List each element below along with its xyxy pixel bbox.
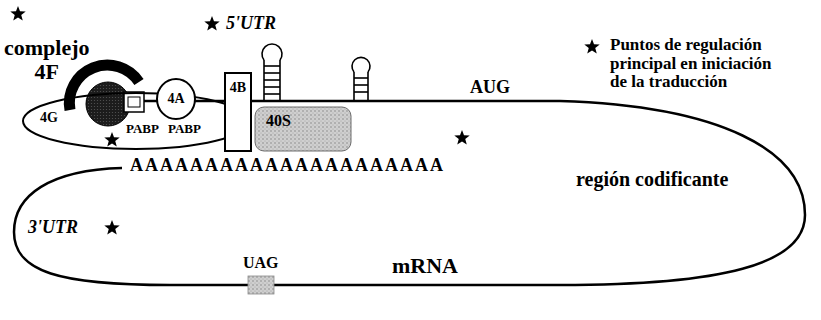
regulation-star: [104, 132, 119, 147]
hairpin-structure: [262, 44, 282, 101]
hairpin-structure: [352, 57, 370, 101]
hairpin-stem: [367, 72, 369, 101]
node-label: 4B: [230, 80, 246, 95]
cap-square: [124, 92, 144, 112]
outline-rect: [255, 107, 351, 151]
outline-ellipse: [23, 93, 249, 149]
hairpin-stem: [353, 72, 355, 101]
region-label: región codificante: [576, 168, 728, 190]
node-label: 4G: [40, 110, 58, 125]
codon-label: AUG: [470, 78, 510, 98]
eif4g-ellipse: 4G: [22, 92, 250, 150]
node-label: 40S: [266, 112, 291, 130]
regulation-star: [204, 16, 219, 31]
molecule-label: mRNA: [392, 254, 458, 278]
complex-label: complejo 4F: [4, 36, 90, 84]
cap-square-inner: [128, 97, 140, 107]
legend-text: Puntos de regulación principal en inicia…: [610, 36, 782, 92]
region-label: 5'UTR: [226, 14, 276, 34]
outline-ellipse: [157, 79, 195, 119]
hairpin-rung: [264, 79, 280, 81]
regulation-star: [454, 130, 469, 145]
stop-codon-box: [248, 276, 274, 294]
hairpin-rung: [354, 91, 368, 93]
protein-label: PABP: [168, 122, 201, 136]
legend-star: [584, 39, 599, 54]
regulation-star: [104, 220, 119, 235]
eif4b-box: 4B: [224, 72, 252, 152]
polya-tail: AAAAAAAAAAAAAAAAAAAAA: [130, 156, 445, 176]
hairpin-rung: [354, 77, 368, 79]
hairpin-rung: [264, 65, 280, 67]
ribosome-40s: 40S: [254, 106, 352, 152]
node-label: 4A: [167, 91, 184, 106]
outline-rect: [225, 73, 251, 151]
hairpin-rung: [264, 86, 280, 88]
hairpin-rung: [354, 84, 368, 86]
hairpin-rung: [264, 72, 280, 74]
legend-swatch: [583, 38, 601, 56]
region-label: 3'UTR: [28, 218, 78, 238]
hairpin-loop: [352, 57, 370, 72]
hairpin-rung: [264, 93, 280, 95]
regulation-star: [10, 6, 25, 21]
eif4a-ellipse: 4A: [156, 78, 196, 120]
legend-entry: Puntos de regulación principal en inicia…: [583, 36, 782, 92]
hairpin-loop: [262, 44, 282, 60]
mrna-strand: [14, 101, 805, 285]
protein-label: PABP: [126, 122, 159, 136]
legend: Puntos de regulación principal en inicia…: [583, 36, 782, 92]
codon-label: UAG: [243, 254, 279, 272]
